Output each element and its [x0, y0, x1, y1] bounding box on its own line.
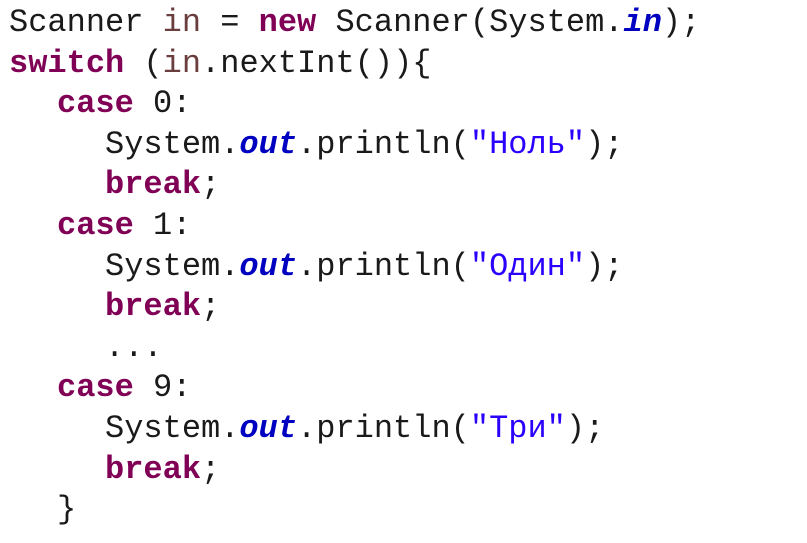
- class-ref: System.: [105, 409, 240, 447]
- code-line-9: ...: [9, 328, 807, 369]
- method-call: .nextInt()){: [201, 44, 432, 82]
- punctuation: );: [585, 247, 624, 285]
- punctuation: );: [565, 409, 605, 447]
- method-call: .println(: [297, 125, 470, 163]
- static-field: out: [239, 125, 298, 163]
- code-line-5: break;: [9, 165, 807, 206]
- method-call: .println(: [297, 247, 470, 285]
- case-label: 1:: [153, 206, 192, 244]
- keyword: case: [57, 206, 134, 244]
- code-line-2: switch (in.nextInt()){: [9, 44, 807, 85]
- code-line-11: System.out.println("Три");: [9, 409, 807, 450]
- case-label: 9:: [153, 369, 192, 407]
- keyword: new: [258, 4, 317, 41]
- punctuation: );: [585, 125, 624, 163]
- class-ref: System.: [105, 247, 240, 285]
- code-line-1: Scanner in = new Scanner(System.in);: [9, 3, 807, 44]
- static-field: in: [623, 4, 662, 41]
- punctuation: ;: [201, 450, 221, 488]
- class-ref: System.: [105, 125, 240, 163]
- static-field: out: [239, 409, 298, 447]
- punctuation: );: [661, 4, 701, 41]
- method-call: .println(: [297, 409, 470, 447]
- keyword: break: [105, 450, 202, 488]
- static-field: out: [239, 247, 298, 285]
- keyword: break: [105, 166, 202, 204]
- keyword: break: [105, 288, 202, 326]
- case-label: 0:: [153, 85, 192, 123]
- keyword: switch: [9, 44, 125, 82]
- code-line-4: System.out.println("Ноль");: [9, 125, 807, 166]
- ellipsis: ...: [105, 328, 163, 366]
- punctuation: ;: [201, 166, 221, 204]
- code-line-6: case 1:: [9, 206, 807, 247]
- code-line-8: break;: [9, 287, 807, 328]
- code-line-13: }: [9, 490, 807, 531]
- string-literal: "Ноль": [469, 125, 586, 163]
- code-line-10: case 9:: [9, 368, 807, 409]
- variable-name: in: [162, 44, 202, 82]
- code-line-12: break;: [9, 450, 807, 491]
- closing-brace: }: [57, 491, 77, 529]
- code-line-7: System.out.println("Один");: [9, 247, 807, 288]
- code-line-3: case 0:: [9, 84, 807, 125]
- string-literal: "Один": [469, 247, 586, 285]
- punctuation: (: [143, 44, 163, 82]
- type-name: Scanner: [9, 4, 144, 41]
- constructor-call: Scanner(System.: [335, 4, 624, 41]
- string-literal: "Три": [469, 409, 566, 447]
- keyword: case: [57, 369, 134, 407]
- operator: =: [220, 4, 240, 41]
- punctuation: ;: [201, 288, 221, 326]
- keyword: case: [57, 85, 134, 123]
- variable-name: in: [162, 4, 202, 41]
